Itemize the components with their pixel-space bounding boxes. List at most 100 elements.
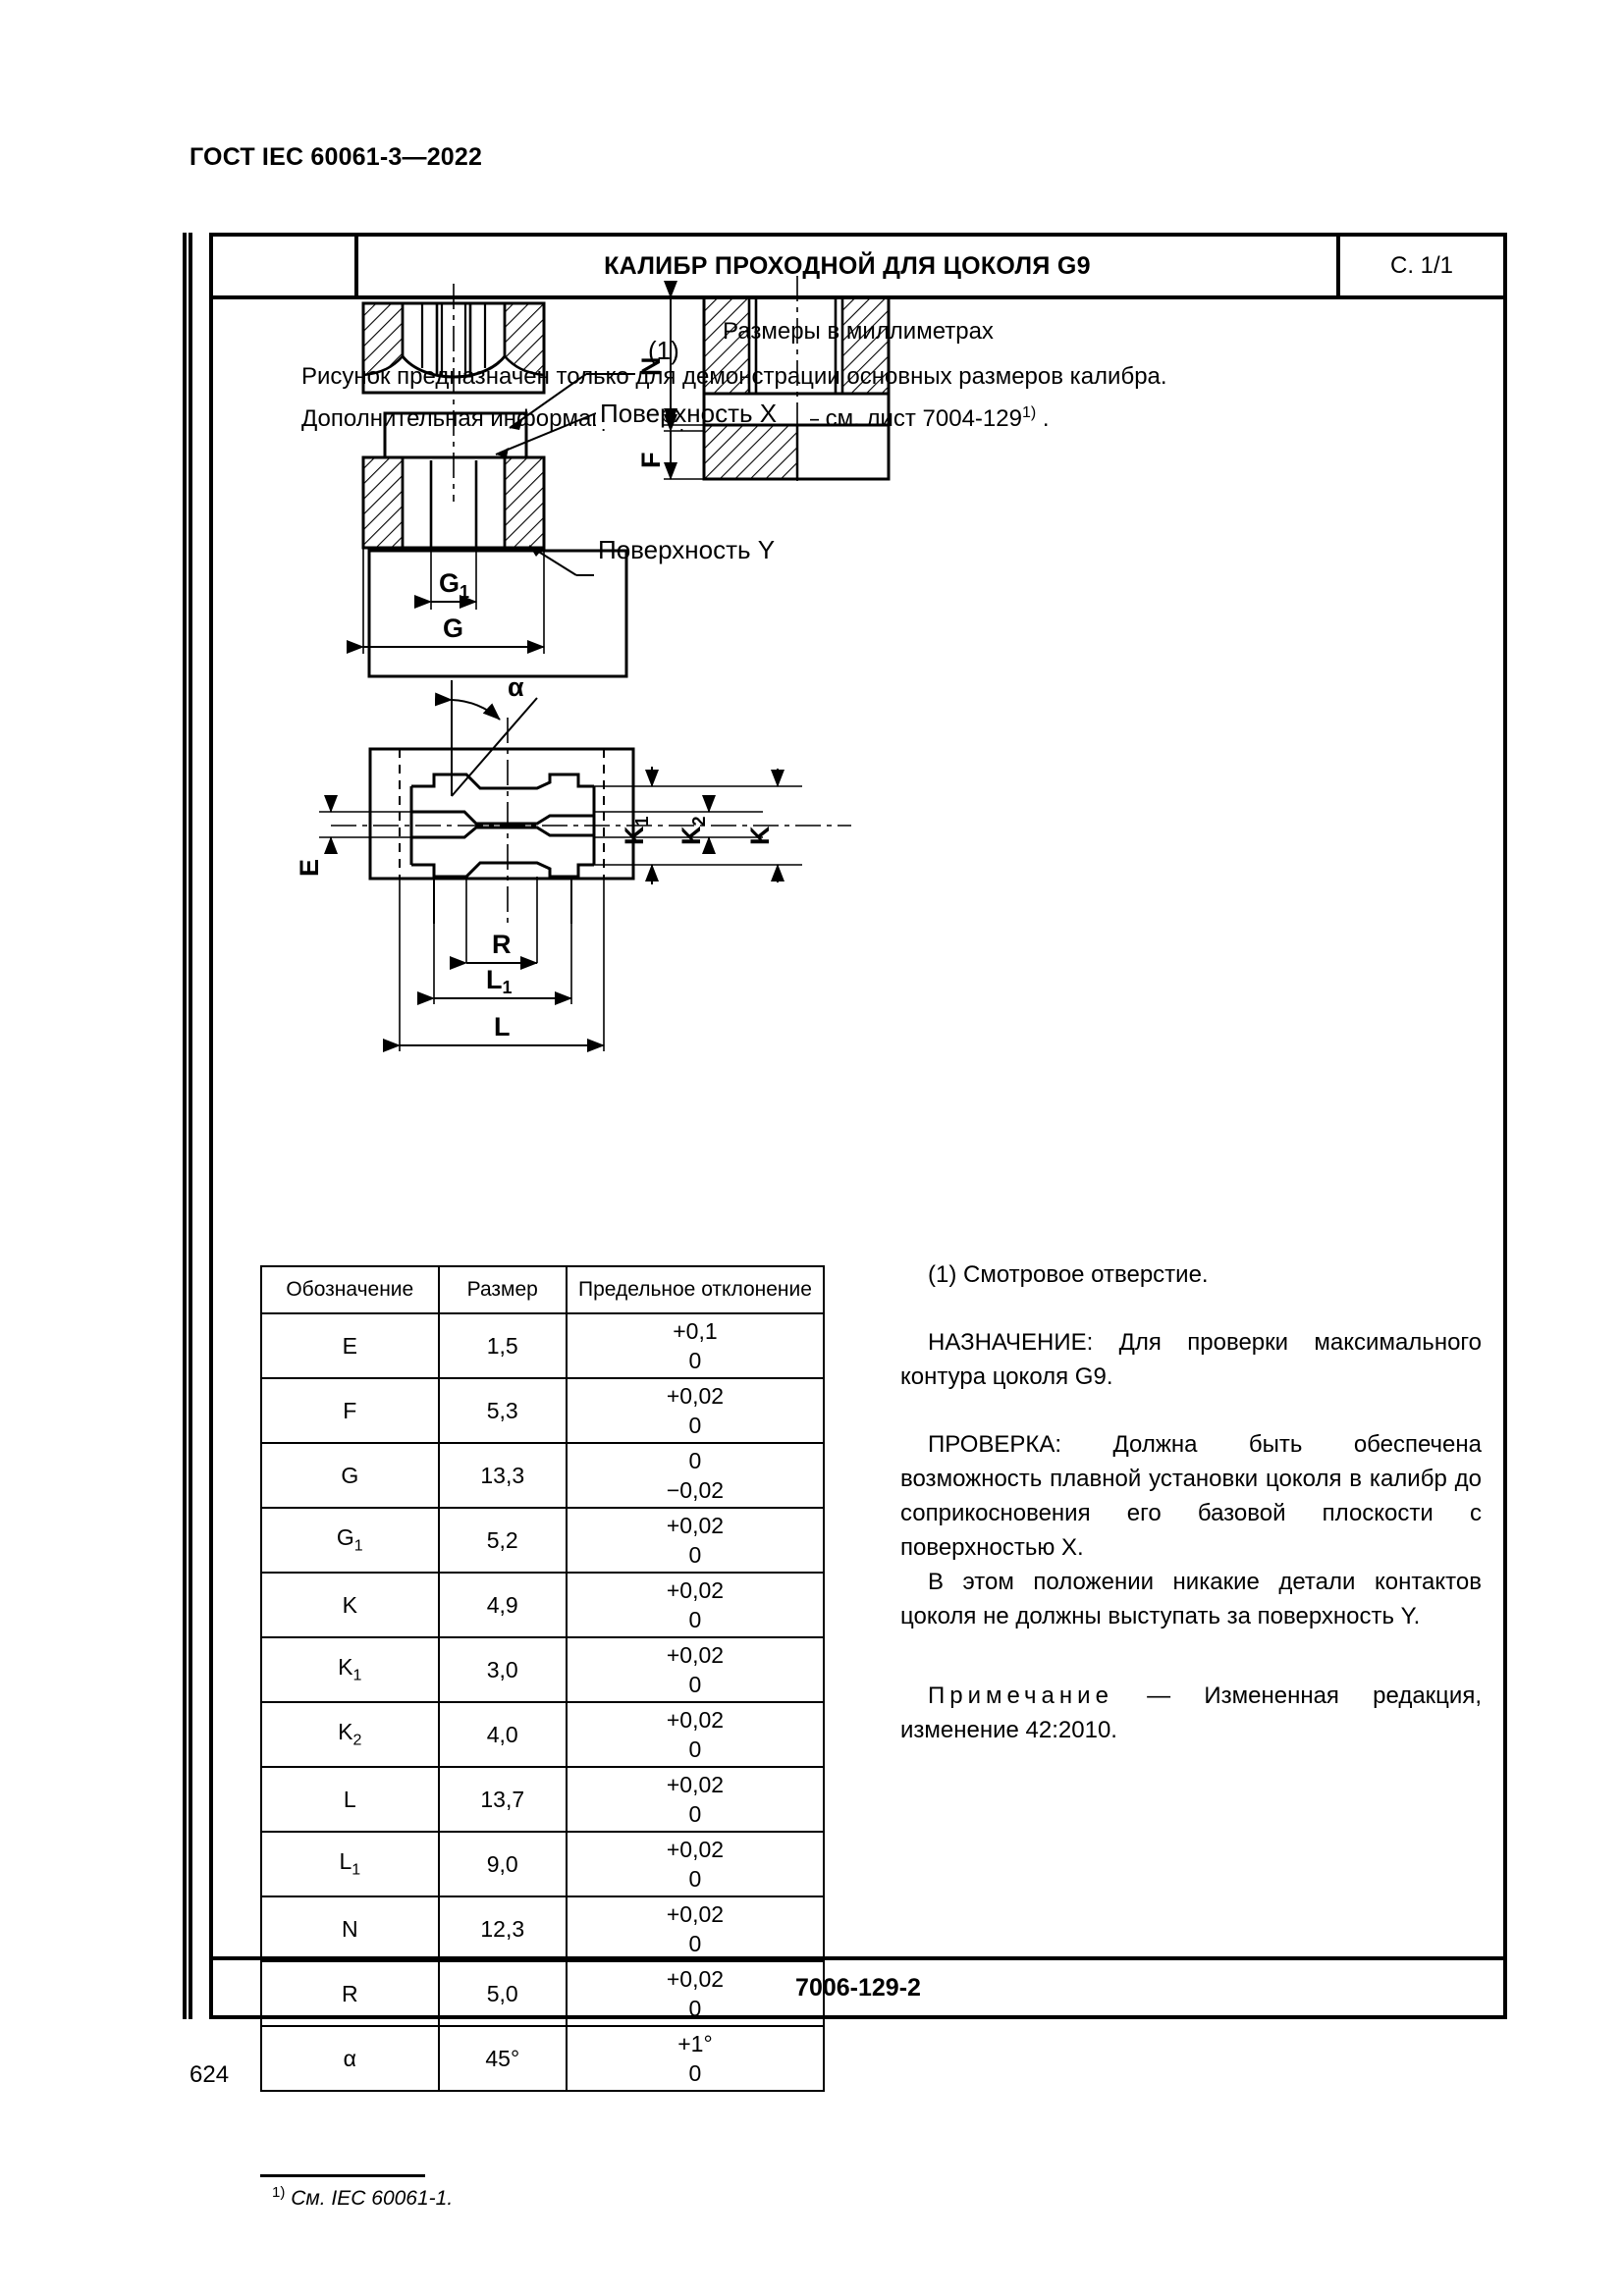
tolerance-lower: 0 xyxy=(688,2060,702,2086)
cell-designation: K xyxy=(260,1572,440,1638)
cell-designation: G1 xyxy=(260,1507,440,1574)
tolerance-upper: 0 xyxy=(688,1448,702,1473)
k1-dimension-label: K1 xyxy=(620,816,652,845)
alpha-angle-label: α xyxy=(508,672,524,702)
cell-size: 5,3 xyxy=(437,1377,568,1444)
tolerance-lower: 0 xyxy=(688,1996,702,2021)
tolerance-lower: 0 xyxy=(688,1736,702,1762)
tolerance-lower: −0,02 xyxy=(666,1477,725,1503)
cell-designation: L1 xyxy=(260,1831,440,1897)
note-label: Примечание xyxy=(928,1682,1113,1709)
tolerance-upper: +0,02 xyxy=(666,1901,725,1927)
tolerance-lower: 0 xyxy=(688,1607,702,1632)
gauge-plan-view-detail xyxy=(370,553,625,675)
designation-subscript: 1 xyxy=(352,1861,361,1879)
cell-designation: L xyxy=(260,1766,440,1833)
cell-tolerance: +0,02 0 xyxy=(565,1636,826,1703)
l1-dimension-label: L1 xyxy=(486,965,513,997)
intro-text: Рисунок предназначен только для демонстр… xyxy=(301,358,1167,437)
f-dimension-label: F xyxy=(636,453,666,469)
cell-size: 5,0 xyxy=(437,1960,568,2027)
titlebar-left-cell xyxy=(213,237,358,295)
designation-subscript: 2 xyxy=(352,1732,362,1749)
cell-designation: α xyxy=(260,2025,440,2092)
cell-size: 4,9 xyxy=(437,1572,568,1638)
cell-size: 9,0 xyxy=(437,1831,568,1897)
tolerance-lower: 0 xyxy=(688,1672,702,1697)
cell-tolerance: +1°0 xyxy=(565,2025,826,2092)
cell-tolerance: +0,02 0 xyxy=(565,1896,826,1962)
dimension-table: Обозначение Размер Предельное отклонение… xyxy=(260,1265,826,2092)
tolerance-upper: +0,1 xyxy=(673,1318,718,1344)
sheet-footer: 7006-129-2 xyxy=(213,1956,1503,2015)
intro-line-2-tail: . xyxy=(1036,405,1050,432)
tolerance-lower: 0 xyxy=(688,1413,702,1438)
cell-size: 4,0 xyxy=(437,1701,568,1768)
designation-subscript: 1 xyxy=(352,1667,362,1684)
tolerance-lower: 0 xyxy=(688,1931,702,1956)
gauge-bottom-view: α E K1 K2 K R xyxy=(295,672,851,1052)
cell-tolerance: +0,02 0 xyxy=(565,1701,826,1768)
running-head: ГОСТ IEC 60061-3—2022 xyxy=(189,143,483,171)
cell-tolerance: +0,1 0 xyxy=(565,1312,826,1379)
intro-line-1: Рисунок предназначен только для демонстр… xyxy=(301,363,1167,390)
th-designation: Обозначение xyxy=(260,1265,440,1314)
footnote-text: См. IEC 60061-1. xyxy=(291,2187,454,2210)
tolerance-upper: +0,02 xyxy=(666,1577,725,1603)
tolerance-upper: +0,02 xyxy=(666,1642,725,1668)
units-note: Размеры в миллиметрах xyxy=(723,318,994,345)
tolerance-upper: +1° xyxy=(677,2031,713,2056)
cell-designation: F xyxy=(260,1377,440,1444)
tolerance-lower: 0 xyxy=(688,1866,702,1892)
cell-tolerance: +0,02 0 xyxy=(565,1960,826,2027)
e-dimension-label: E xyxy=(295,859,324,877)
cell-designation: G xyxy=(260,1442,440,1509)
tolerance-upper: +0,02 xyxy=(666,1966,725,1992)
cell-size: 5,2 xyxy=(437,1507,568,1574)
cell-designation: K1 xyxy=(260,1636,440,1703)
tolerance-upper: +0,02 xyxy=(666,1513,725,1538)
sheet-titlebar: КАЛИБР ПРОХОДНОЙ ДЛЯ ЦОКОЛЯ G9 С. 1/1 xyxy=(213,237,1503,299)
side-text-column: (1) Смотровое отверстие. НАЗНАЧЕНИЕ: Для… xyxy=(900,1257,1482,1747)
cell-size: 13,3 xyxy=(437,1442,568,1509)
cell-tolerance: +0,02 0 xyxy=(565,1507,826,1574)
cell-tolerance: +0,02 0 xyxy=(565,1572,826,1638)
intro-line-2-main: Дополнительная информация по цоколю G9 —… xyxy=(301,405,1022,432)
check-paragraph-2: В этом положении никакие детали контакто… xyxy=(900,1569,1482,1629)
designation-subscript: 1 xyxy=(353,1537,363,1555)
change-bar xyxy=(183,233,192,2019)
cell-size: 12,3 xyxy=(437,1896,568,1962)
surface-y-label: Поверхность Y xyxy=(598,535,775,564)
cell-size: 1,5 xyxy=(437,1312,568,1379)
tolerance-upper: +0,02 xyxy=(666,1707,725,1733)
cell-designation: N xyxy=(260,1896,440,1962)
th-size: Размер xyxy=(437,1265,568,1314)
cell-designation: R xyxy=(260,1960,440,2027)
g1-dimension-label: G1 xyxy=(439,568,469,602)
tolerance-lower: 0 xyxy=(688,1801,702,1827)
tolerance-lower: 0 xyxy=(688,1542,702,1568)
cell-tolerance: +0,02 0 xyxy=(565,1377,826,1444)
note-body: — Измененная редакция, изменение 42:2010… xyxy=(900,1682,1482,1743)
sheet-title: КАЛИБР ПРОХОДНОЙ ДЛЯ ЦОКОЛЯ G9 xyxy=(604,251,1091,280)
tolerance-upper: +0,02 xyxy=(666,1383,725,1409)
purpose-paragraph: НАЗНАЧЕНИЕ: Для проверки максимального к… xyxy=(900,1329,1482,1390)
page-number: 624 xyxy=(189,2061,230,2088)
footnote-ref: 1) xyxy=(1021,404,1037,421)
titlebar-sheet-cell: С. 1/1 xyxy=(1340,237,1503,295)
l-dimension-label: L xyxy=(494,1012,511,1041)
th-tolerance: Предельное отклонение xyxy=(565,1265,826,1314)
k2-dimension-label: K2 xyxy=(676,816,709,845)
tolerance-lower: 0 xyxy=(688,1348,702,1373)
footnote-rule xyxy=(260,2174,425,2177)
